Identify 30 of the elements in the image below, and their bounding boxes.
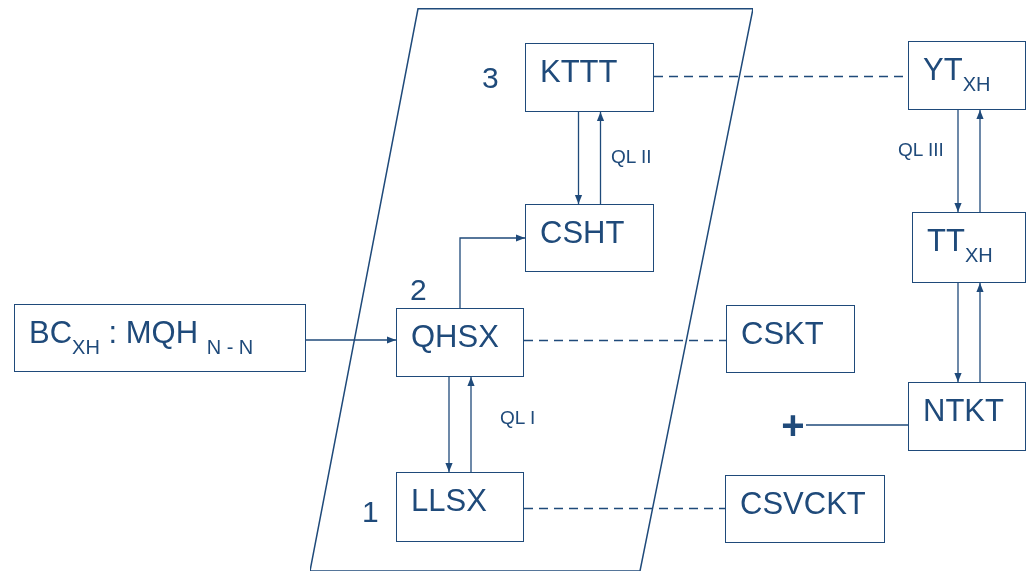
arrow [467,376,475,473]
level-number: 1 [362,494,379,530]
level-number: 2 [410,272,427,308]
arrow [574,111,583,205]
process-box: KTTT [525,43,654,112]
arrow [976,282,984,383]
process-box: CSVCKT [725,475,885,543]
process-box: NTKT [908,382,1026,451]
level-number: 3 [482,60,499,96]
process-box: BC$_{XH}$ : MQH $_{N - N}$ [14,304,306,372]
arrow [445,376,453,473]
dashed-line [523,507,726,510]
dashed-line [523,339,727,342]
process-box: TT$_{XH}$ [912,212,1026,283]
arrow [305,336,397,344]
process-box: CSHT [525,204,654,272]
level-label: QL II [611,146,652,168]
plus-sign: + [780,405,806,445]
arrow [976,109,984,213]
process-box: QHSX [396,308,524,377]
arrow [596,111,605,205]
process-box: CSKT [726,305,855,373]
arrow [954,109,962,213]
process-box: YT$_{XH}$ [908,41,1026,110]
connector-line [805,424,909,426]
process-box: LLSX [396,472,524,542]
arrow [954,282,962,383]
arrow [459,234,526,309]
level-label: QL I [500,407,536,429]
level-label: QL III [898,139,944,161]
